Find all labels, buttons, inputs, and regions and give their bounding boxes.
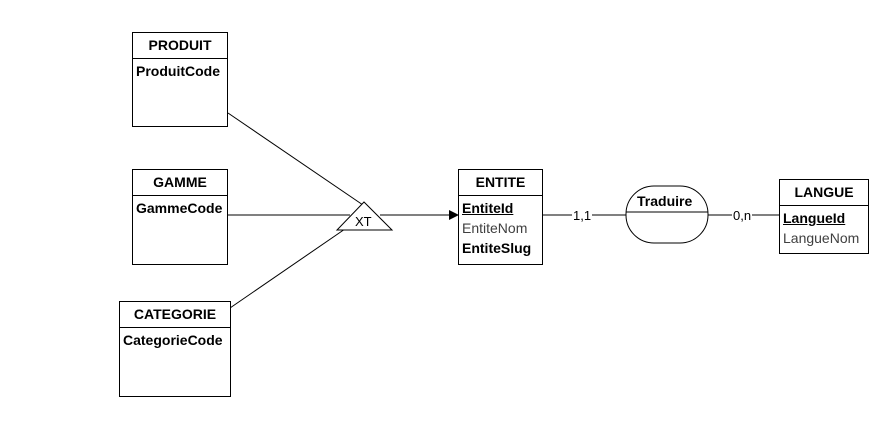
- entity-produit[interactable]: PRODUIT ProduitCode: [132, 32, 228, 127]
- attribute: GammeCode: [136, 200, 223, 216]
- entity-title: CATEGORIE: [120, 302, 230, 328]
- entity-gamme[interactable]: GAMME GammeCode: [132, 169, 228, 265]
- link-produit-xt: [227, 112, 364, 206]
- inheritance-label: XT: [355, 214, 372, 229]
- entity-title: ENTITE: [459, 170, 542, 196]
- attribute-primary-key: LangueId: [783, 210, 846, 226]
- inheritance-triangle: [335, 201, 394, 231]
- attribute-list: LangueId LangueNom: [780, 206, 868, 250]
- attribute: EntiteNom: [462, 220, 528, 236]
- attribute-primary-key: EntiteId: [462, 200, 514, 216]
- inheritance-arrow-head: [449, 210, 459, 220]
- attribute: EntiteSlug: [462, 240, 532, 256]
- cardinality-entite: 1,1: [572, 208, 593, 223]
- cardinality-langue: 0,n: [732, 208, 753, 223]
- entity-title: GAMME: [133, 170, 227, 196]
- entity-entite[interactable]: ENTITE EntiteId EntiteNom EntiteSlug: [458, 169, 543, 265]
- attribute-list: CategorieCode: [120, 328, 230, 352]
- relationship-name: Traduire: [637, 193, 693, 209]
- attribute-list: ProduitCode: [133, 59, 227, 83]
- attribute-list: EntiteId EntiteNom EntiteSlug: [459, 196, 542, 260]
- attribute: CategorieCode: [123, 332, 223, 348]
- entity-categorie[interactable]: CATEGORIE CategorieCode: [119, 301, 231, 397]
- relationship-shape: [625, 185, 709, 244]
- attribute: ProduitCode: [136, 63, 220, 79]
- link-categorie-xt: [229, 228, 346, 309]
- attribute: LangueNom: [783, 230, 860, 246]
- entity-title: LANGUE: [780, 180, 868, 206]
- entity-langue[interactable]: LANGUE LangueId LangueNom: [779, 179, 869, 254]
- attribute-list: GammeCode: [133, 196, 227, 220]
- entity-title: PRODUIT: [133, 33, 227, 59]
